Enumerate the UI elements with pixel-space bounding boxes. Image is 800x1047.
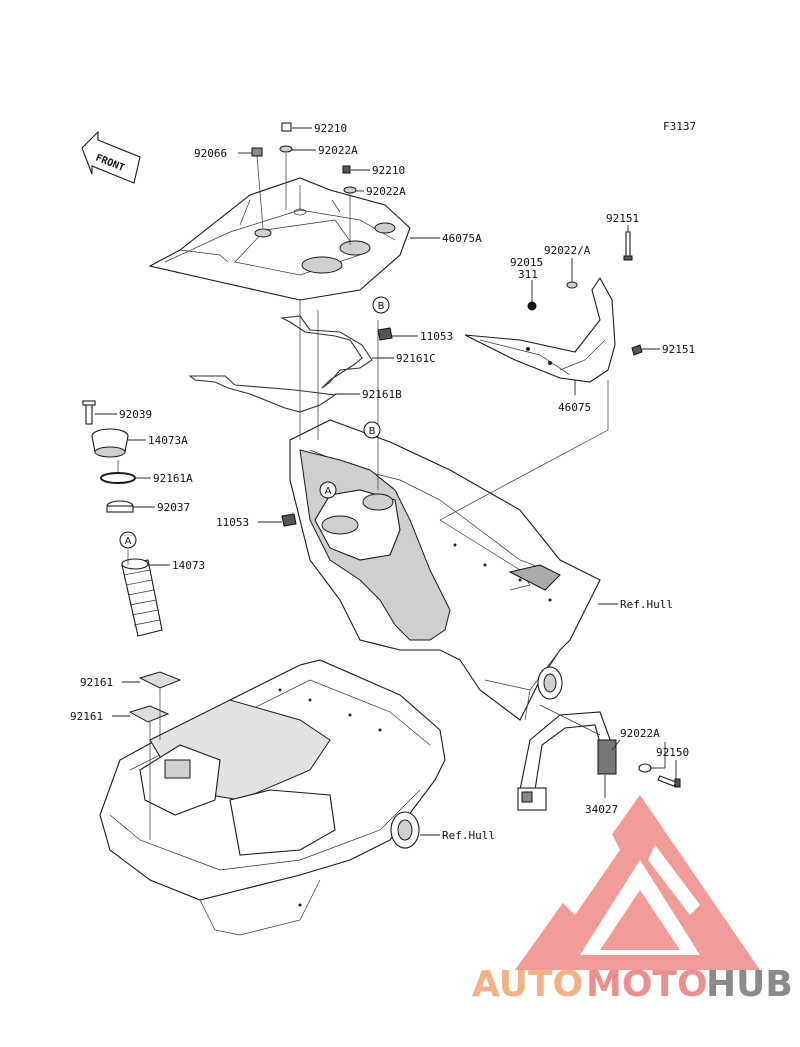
label-92161B: 92161B (362, 388, 402, 401)
label-92161C: 92161C (396, 352, 436, 365)
label-92161-2: 92161 (70, 710, 103, 723)
bolt-92210-2 (342, 165, 351, 174)
leader-lines (95, 127, 677, 840)
pad-92161-1 (138, 671, 182, 689)
label-92151-top: 92151 (606, 212, 639, 225)
clip-11053-right (377, 327, 393, 341)
label-311: 311 (518, 268, 538, 281)
pad-92161-2 (128, 705, 170, 723)
bolt-92151-right (631, 344, 643, 356)
label-92039: 92039 (119, 408, 152, 421)
lower-hull (99, 659, 446, 936)
label-92022A-2: 92022A (366, 185, 406, 198)
bolt-92151-top (623, 231, 633, 261)
nut-92015 (527, 301, 537, 311)
svg-text:B: B (378, 301, 385, 312)
bolt-92066 (251, 147, 263, 157)
label-14073A: 14073A (148, 434, 188, 447)
label-92161A: 92161A (153, 472, 193, 485)
label-92150: 92150 (656, 746, 689, 759)
gasket-92161C (280, 315, 373, 389)
callout-A-deck: A (319, 481, 337, 499)
watermark-logo (515, 795, 760, 970)
callout-A-left: A (119, 531, 137, 549)
label-92037: 92037 (157, 501, 190, 514)
upper-deck (289, 419, 601, 721)
label-ref-hull-1: Ref.Hull (620, 598, 673, 611)
watermark-text: AUTO MOTO HUB (472, 964, 793, 1005)
label-92066: 92066 (194, 147, 227, 160)
bolt-92210-top (281, 122, 292, 132)
callout-B-deck: B (363, 421, 381, 439)
washer-92022A-right (566, 281, 578, 289)
washer-92022A-2 (343, 186, 357, 194)
oring-92161A (100, 472, 136, 484)
washer-92022A-top (279, 145, 293, 153)
gasket-92161B (188, 375, 337, 413)
label-92210-top: 92210 (314, 122, 347, 135)
svg-text:B: B (369, 426, 376, 437)
label-92151-right: 92151 (662, 343, 695, 356)
label-92022-A: 92022/A (544, 244, 591, 257)
label-46075A: 46075A (442, 232, 482, 245)
label-92022A-top: 92022A (318, 144, 358, 157)
figure-code: F3137 (663, 120, 696, 133)
callout-B-top: B (372, 296, 390, 314)
label-92015: 92015 (510, 256, 543, 269)
label-92161-1: 92161 (80, 676, 113, 689)
svg-text:A: A (325, 486, 332, 497)
washer-92022A-bottom (638, 763, 652, 773)
side-cover-46075 (464, 276, 616, 383)
watermark-hub: HUB (706, 964, 793, 1005)
front-arrow-icon: FRONT (81, 130, 141, 184)
clip-11053-left (281, 513, 297, 527)
label-14073: 14073 (172, 559, 205, 572)
watermark-moto: MOTO (586, 964, 708, 1005)
label-ref-hull-2: Ref.Hull (442, 829, 495, 842)
label-11053-right: 11053 (420, 330, 453, 343)
hose-14073 (121, 558, 163, 637)
bolt-92039 (82, 400, 96, 425)
label-92022A-bottom: 92022A (620, 727, 660, 740)
label-46075: 46075 (558, 401, 591, 414)
bolt-92150 (657, 775, 681, 788)
filler-neck-14073A (91, 428, 129, 458)
label-34027: 34027 (585, 803, 618, 816)
grab-handle-34027 (517, 711, 617, 811)
storage-cover-46075A (148, 177, 411, 301)
watermark-auto: AUTO (472, 964, 583, 1005)
label-11053-left: 11053 (216, 516, 249, 529)
clamp-92037 (106, 500, 134, 513)
svg-text:A: A (125, 536, 132, 547)
label-92210-2: 92210 (372, 164, 405, 177)
